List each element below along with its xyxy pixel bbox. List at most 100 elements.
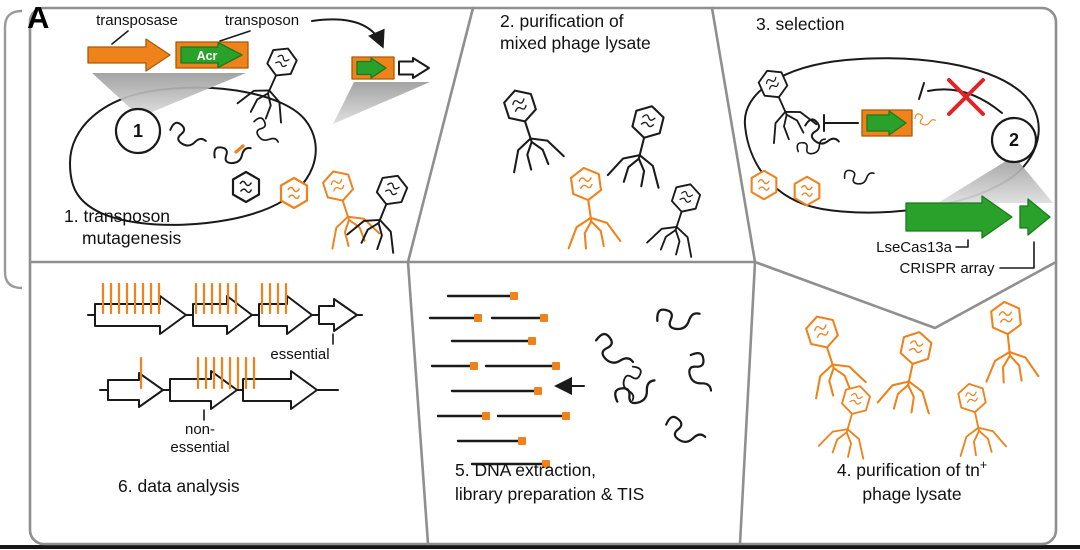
step2-caption-line2: mixed phage lysate xyxy=(500,33,651,53)
dna-squiggle-icon xyxy=(662,414,709,447)
dna-squiggle-icon xyxy=(610,368,662,414)
dna-fragment-tip xyxy=(510,292,518,300)
step1-panel: transposase transposon Acr 1 1. xyxy=(64,12,430,257)
crispr-array-gene-arrow xyxy=(1019,198,1051,236)
figure-panel-letter: A xyxy=(27,0,49,35)
step6-panel: essential non- essential 6. data analysi… xyxy=(87,282,363,496)
phage-icon-black xyxy=(606,98,679,192)
step4-panel: 4. purification of tn+ phage lysate xyxy=(791,298,1040,504)
panel-dividers xyxy=(28,6,1058,546)
phage-icon-orange xyxy=(817,378,884,462)
dna-fragment-tip xyxy=(482,412,490,420)
dna-squiggle-icon xyxy=(166,120,210,151)
dna-fragment-tip xyxy=(562,412,570,420)
gene-arrow xyxy=(318,298,358,332)
acr-gene-arrow xyxy=(180,41,243,69)
callout-triangle xyxy=(333,82,430,124)
lsecas13a-label: LseCas13a xyxy=(876,239,953,256)
dna-fragment-tip xyxy=(552,362,560,370)
step4-caption-superscript: + xyxy=(980,458,987,472)
step6-caption: 6. data analysis xyxy=(118,476,240,496)
dna-squiggle-icon xyxy=(678,348,723,397)
step5-caption-line1: 5. DNA extraction, xyxy=(455,460,596,480)
phage-capsid-icon-orange xyxy=(750,169,778,201)
label-pointer-line xyxy=(219,30,251,42)
inhibition-line xyxy=(918,82,1003,114)
label-connector xyxy=(999,241,1035,269)
curved-arrow-icon xyxy=(311,18,385,49)
dna-fragment-tip xyxy=(540,314,548,322)
gene-arrow xyxy=(94,295,187,335)
phage-icon-black xyxy=(345,165,422,257)
badge-circle-1 xyxy=(114,107,162,155)
dna-fragment-tip xyxy=(534,387,542,395)
dna-squiggle-icon xyxy=(589,330,640,372)
badge-1-number: 1 xyxy=(133,121,143,141)
dna-fragment-tip xyxy=(474,314,482,322)
dna-squiggle-icon xyxy=(653,299,704,336)
step1-caption-line2: mutagenesis xyxy=(82,228,181,248)
badge-circle-2 xyxy=(990,116,1038,164)
transposase-label: transposase xyxy=(96,12,178,29)
bacterial-cell-outline xyxy=(743,57,1040,214)
phage-icon-orange xyxy=(308,162,382,252)
phage-gene-arrow xyxy=(398,57,430,79)
panels-background xyxy=(28,6,1058,546)
gene-arrow xyxy=(107,372,164,408)
step4-caption-main: 4. purification of tn xyxy=(837,460,980,480)
phage-capsid-icon-orange xyxy=(793,175,821,207)
phage-icon-orange xyxy=(945,378,1008,460)
transposon-insertion-mark xyxy=(234,144,245,154)
dna-squiggle-icon xyxy=(842,163,877,189)
essential-label: essential xyxy=(270,346,329,363)
transposase-gene-arrow xyxy=(87,38,171,72)
gene-arrow xyxy=(192,295,253,335)
cropped-legend-border xyxy=(3,9,23,290)
step5-caption-line2: library preparation & TIS xyxy=(455,484,644,504)
phage-icon-black xyxy=(745,60,819,147)
gene-arrow xyxy=(169,370,238,410)
bacterial-cell-outline xyxy=(69,86,317,226)
non-essential-label-line2: essential xyxy=(170,439,229,456)
insertion-ticks-top xyxy=(101,282,288,315)
dna-fragment-tip xyxy=(528,337,536,345)
phage-icon-orange xyxy=(556,163,622,252)
label-connector xyxy=(955,239,969,248)
callout-triangle xyxy=(92,73,246,117)
crispr-array-label: CRISPR array xyxy=(899,260,995,277)
blocked-cross-icon xyxy=(947,78,985,116)
step4-caption-line1: 4. purification of tn+ xyxy=(837,458,987,480)
badge-2-number: 2 xyxy=(1009,130,1019,150)
lsecas13a-gene-arrow xyxy=(905,195,1013,239)
phage-capsid-icon-orange xyxy=(279,176,309,210)
inhibition-line xyxy=(823,114,859,132)
non-essential-label-line1: non- xyxy=(185,421,215,438)
gene-arrow xyxy=(242,370,318,410)
tagged-dna-fragments xyxy=(428,292,570,468)
phage-capsid-icon-black xyxy=(231,170,261,204)
phage-icon-orange xyxy=(876,325,946,417)
acr-gene-label: Acr xyxy=(197,49,218,63)
dna-fragment-tip xyxy=(518,437,526,445)
callout-triangle xyxy=(938,156,1053,203)
dna-fragment-tip xyxy=(542,460,550,468)
dna-squiggle-icon xyxy=(621,365,645,402)
acr-gene-arrow xyxy=(866,110,907,136)
dna-squiggle-icon xyxy=(210,136,255,170)
transposon-label: transposon xyxy=(225,12,299,29)
phage-icon-black xyxy=(645,176,714,261)
step2-caption-line1: 2. purification of xyxy=(500,11,624,31)
dna-fragment-tip xyxy=(470,362,478,370)
step2-panel: 2. purification of mixed phage lysate xyxy=(489,11,714,261)
acr-gene-arrow-small xyxy=(356,57,387,79)
step3-panel: 3. selection 2 LseCas13a CRISPR array xyxy=(743,14,1053,277)
step3-caption: 3. selection xyxy=(756,14,845,34)
label-pointer-line xyxy=(111,30,129,45)
insertion-ticks-bottom xyxy=(139,356,256,390)
genomic-dna-cluster xyxy=(589,299,723,447)
acr-transcript-squiggle xyxy=(914,113,936,126)
step4-caption-line2: phage lysate xyxy=(862,484,961,504)
step1-caption-line1: 1. transposon xyxy=(64,206,170,226)
dna-squiggle-icon xyxy=(247,114,285,149)
